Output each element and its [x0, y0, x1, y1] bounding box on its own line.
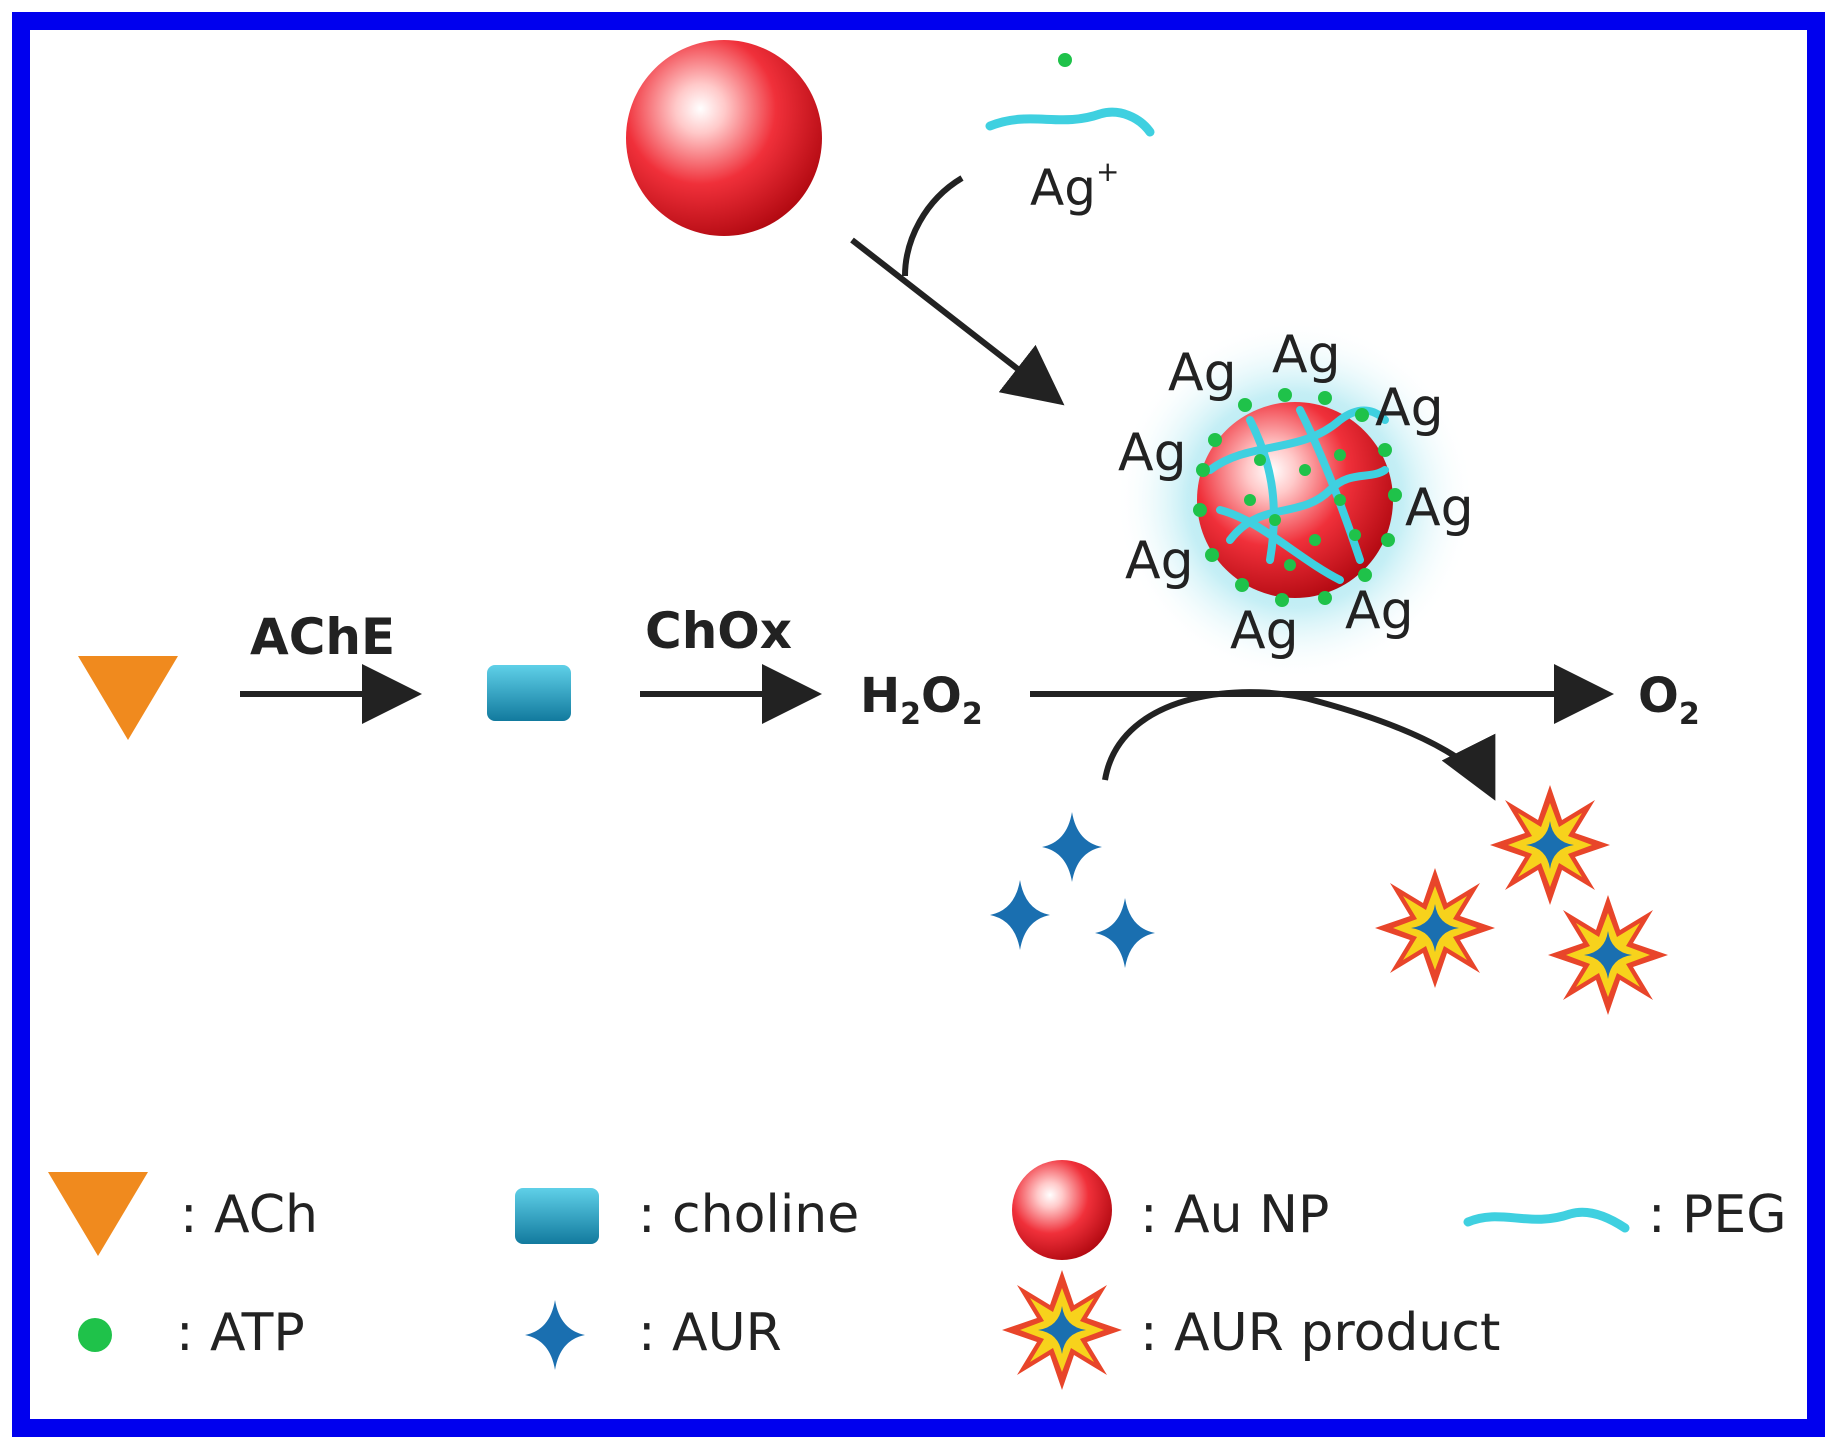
aur-product	[1548, 895, 1668, 1015]
aur-sparkle	[1095, 898, 1155, 968]
svg-text:Ag: Ag	[1118, 423, 1187, 483]
merge-arrow	[850, 237, 1065, 406]
choline-block	[487, 665, 571, 721]
legend-ach-icon	[48, 1172, 148, 1256]
svg-text:Ag: Ag	[1405, 478, 1474, 538]
legend-aur-product-icon	[1002, 1270, 1122, 1390]
aur-sparkle	[1042, 812, 1102, 882]
ach-triangle	[78, 656, 178, 740]
figure-frame	[12, 12, 1825, 1437]
atp-dot-top	[1058, 53, 1072, 67]
legend-au-np-icon	[1012, 1160, 1112, 1260]
au-np-reactant	[626, 40, 822, 236]
ag-ion-label: Ag+	[1030, 155, 1119, 217]
ag-labels: Ag Ag Ag Ag Ag Ag Ag Ag	[1118, 325, 1474, 661]
legend-choline-icon	[515, 1188, 599, 1244]
legend: : ACh : choline : Au NP : PEG : ATP : AU…	[48, 1160, 1787, 1390]
legend-aur-product-label: : AUR product	[1140, 1303, 1500, 1363]
legend-ach-label: : ACh	[180, 1185, 318, 1245]
legend-au-np-label: : Au NP	[1140, 1185, 1329, 1245]
aur-product	[1375, 868, 1495, 988]
oxidation-arrow	[1102, 689, 1496, 801]
ache-label: AChE	[250, 608, 395, 666]
atp-dots-on-np	[1193, 388, 1402, 607]
svg-text:Ag: Ag	[1125, 531, 1194, 591]
legend-choline-label: : choline	[638, 1185, 859, 1245]
peg-strand-top	[985, 107, 1155, 137]
aur-reactants	[990, 812, 1155, 968]
svg-text:Ag: Ag	[1272, 325, 1341, 385]
svg-text:Ag: Ag	[1230, 601, 1299, 661]
svg-text:Ag: Ag	[1375, 378, 1444, 438]
aur-sparkle	[990, 880, 1050, 950]
aur-product	[1490, 785, 1610, 905]
svg-text:Ag: Ag	[1168, 343, 1237, 403]
merge-arrow-branch	[902, 175, 964, 277]
aur-products	[1375, 785, 1668, 1015]
legend-atp-label: : ATP	[176, 1303, 305, 1363]
peg-network	[1206, 406, 1389, 584]
legend-peg-icon	[1463, 1207, 1630, 1233]
h2o2-label: H2O2	[860, 668, 983, 732]
legend-aur-icon	[525, 1300, 585, 1370]
svg-text:Ag: Ag	[1345, 581, 1414, 641]
o2-label: O2	[1638, 668, 1700, 732]
legend-atp-icon	[78, 1318, 112, 1352]
chox-label: ChOx	[645, 602, 792, 660]
legend-aur-label: : AUR	[638, 1303, 782, 1363]
legend-peg-label: : PEG	[1648, 1185, 1787, 1245]
